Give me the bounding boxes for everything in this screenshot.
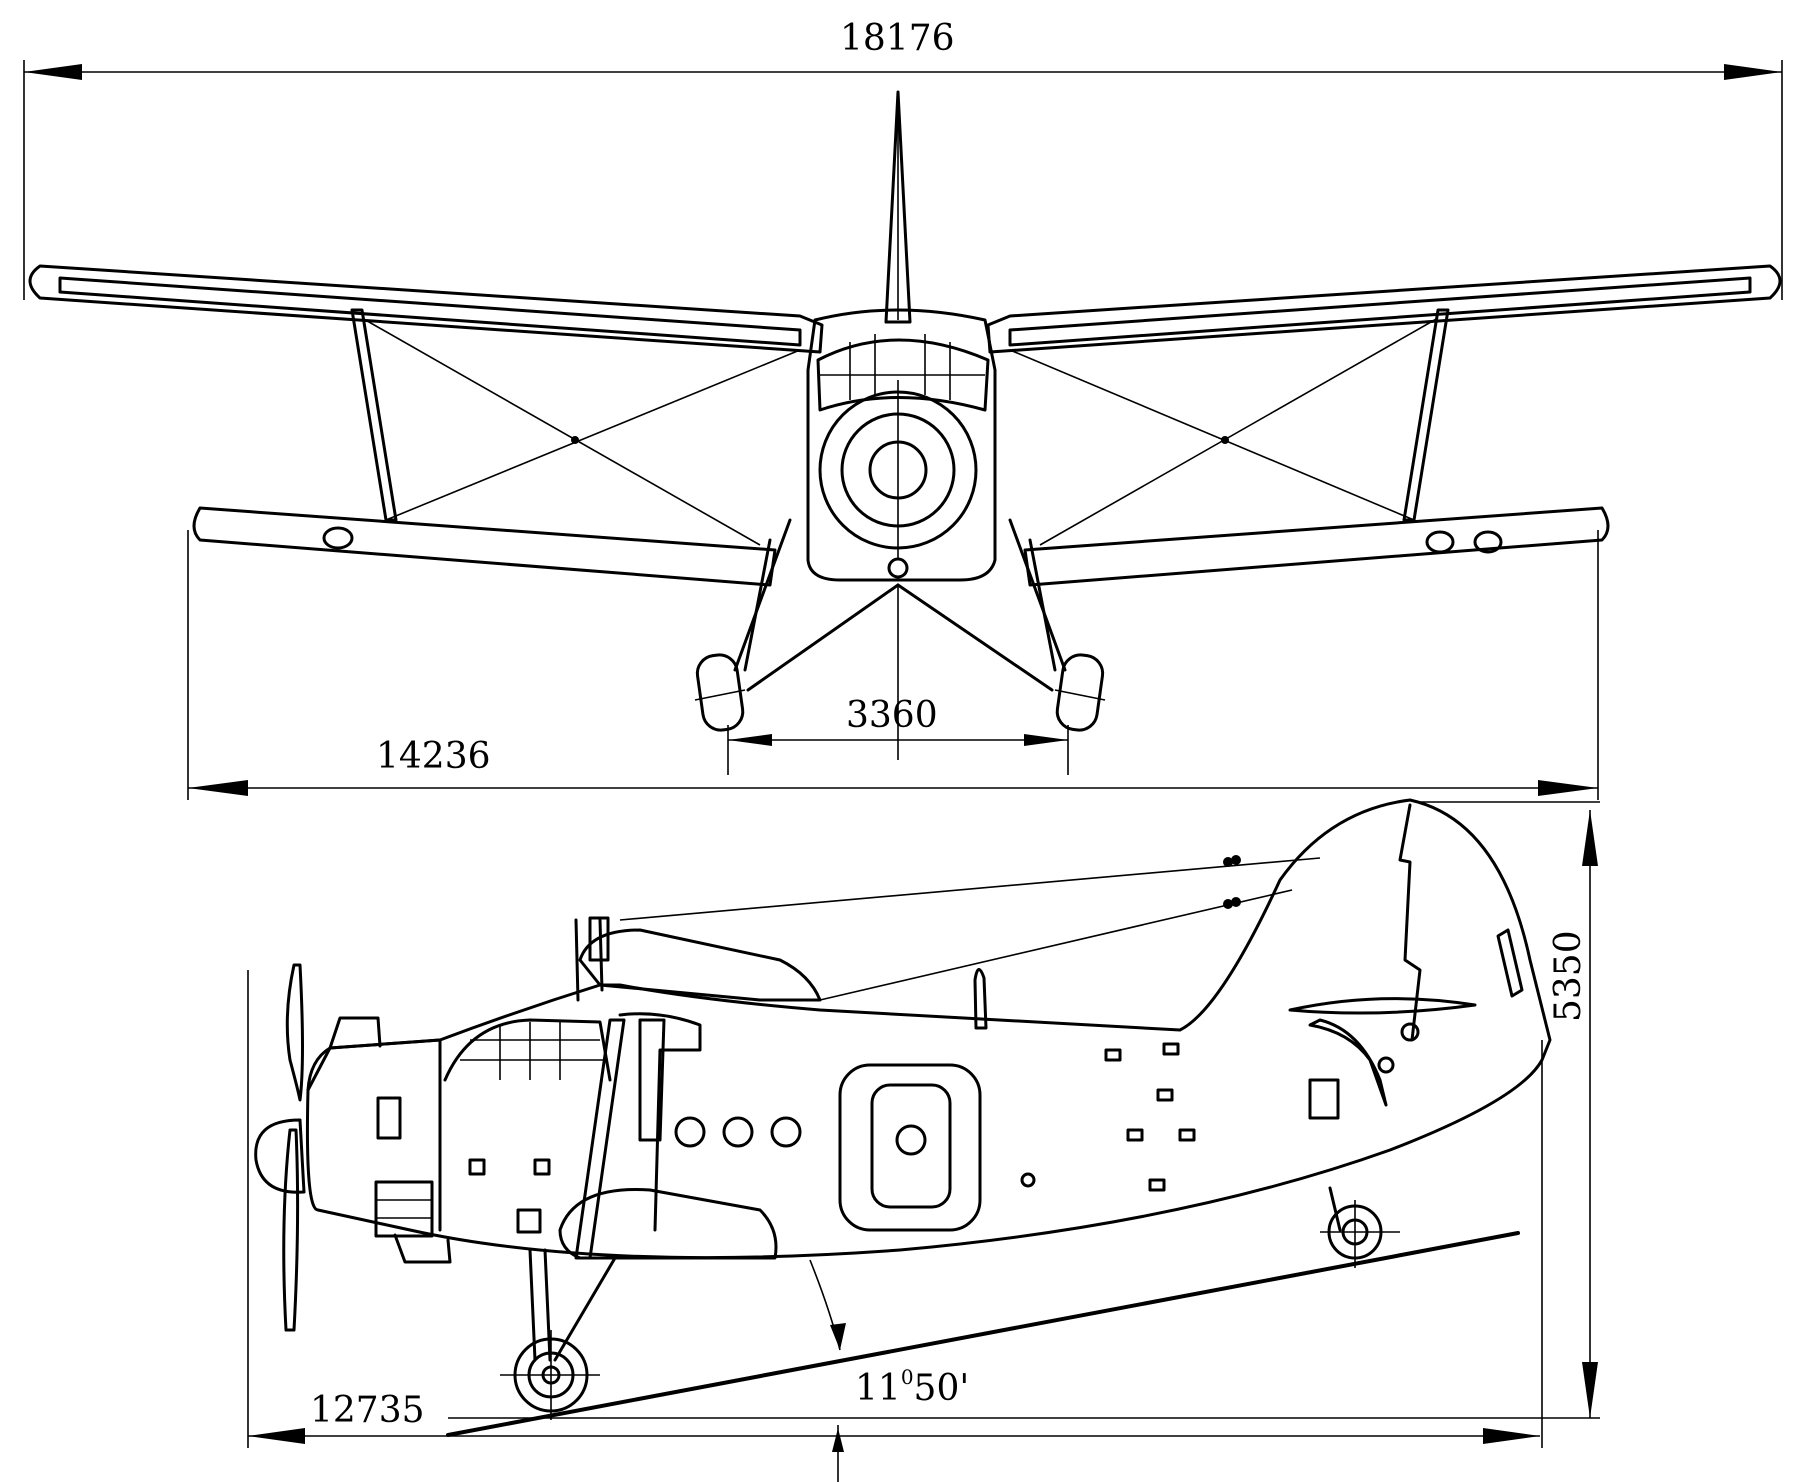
ground-angle-degree-mark: 0 <box>901 1365 914 1389</box>
upper-wing-side <box>574 916 822 1002</box>
tail-fin-front <box>884 90 912 324</box>
wingspan-upper-label: 18176 <box>840 18 955 59</box>
tail-wheel <box>1320 1186 1400 1268</box>
ground-angle-minutes: 50 <box>914 1368 960 1409</box>
length-label: 12735 <box>310 1390 425 1431</box>
ground-angle-degrees: 11 <box>855 1368 901 1409</box>
dimension-wingspan-lower: 14236 <box>187 530 1599 800</box>
horizontal-tail <box>1288 997 1477 1107</box>
interplane-struts <box>350 308 1450 522</box>
lower-wing-left <box>192 506 777 587</box>
tail-fin-side <box>1398 803 1524 1042</box>
landing-gear-front <box>694 518 1106 760</box>
fuselage-side <box>305 798 1552 1264</box>
dimension-height: 5350 <box>1420 801 1600 1418</box>
wingspan-lower-label: 14236 <box>376 736 491 777</box>
upper-wing-left <box>28 264 824 354</box>
ground-angle-minute-mark: ' <box>959 1368 969 1409</box>
bracing-wires <box>361 317 1439 546</box>
struts-side <box>574 855 1321 1260</box>
dimension-length: 12735 <box>247 970 1600 1448</box>
fuselage-front <box>806 308 997 582</box>
ground-angle-label: 11050' <box>855 1365 969 1409</box>
height-label: 5350 <box>1548 930 1589 1022</box>
main-gear-side <box>500 1248 617 1420</box>
ground-angle: 11050' <box>446 1231 1520 1482</box>
dimension-wheel-track: 3360 <box>727 695 1069 775</box>
wheel-track-label: 3360 <box>846 695 938 736</box>
front-view: 18176 <box>23 18 1783 800</box>
propeller <box>254 963 306 1332</box>
lower-wing-right <box>1023 506 1610 587</box>
side-view: 11050' 12735 5350 <box>247 798 1600 1482</box>
dimension-wingspan-upper: 18176 <box>23 18 1783 300</box>
upper-wing-right <box>986 264 1782 354</box>
